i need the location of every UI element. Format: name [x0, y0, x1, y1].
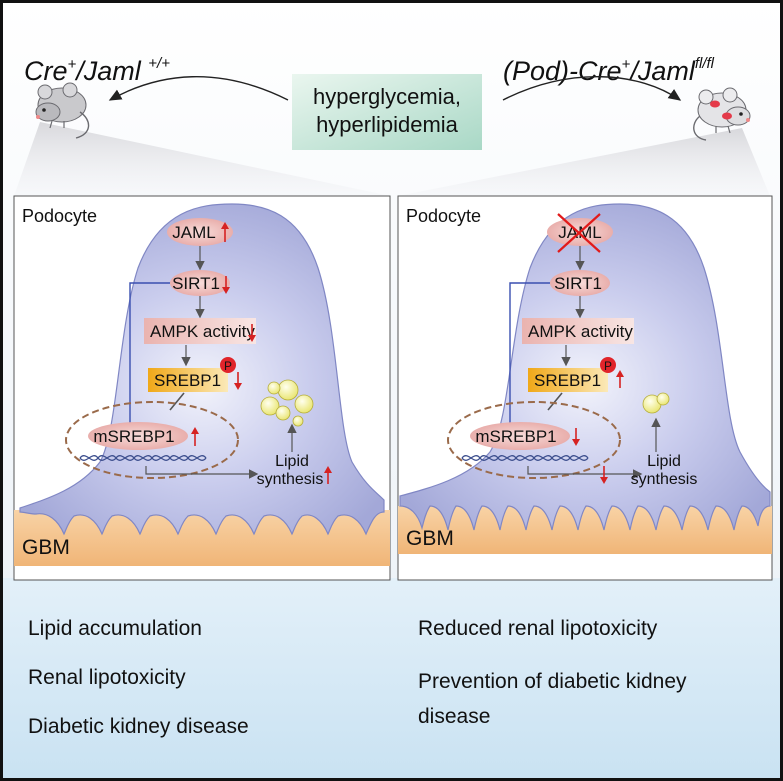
right-spotlight: [398, 128, 770, 196]
right-srebp1-up-arrow-icon: [616, 370, 624, 388]
right-sirt1-label: SIRT1: [554, 274, 602, 293]
outcome-panel: [0, 578, 783, 781]
right-gbm-label: GBM: [406, 527, 454, 550]
left-outcome-1: Lipid accumulation: [28, 617, 202, 640]
right-outcome-1: Reduced renal lipotoxicity: [418, 617, 658, 640]
left-sirt1-node: [170, 270, 230, 296]
right-phospho-icon: [600, 357, 616, 373]
right-genotype-label: (Pod)-Cre+/Jamlfl/fl: [503, 55, 715, 86]
condition-box: [292, 74, 482, 150]
left-ampk-down-arrow-icon: [248, 324, 256, 342]
right-msrebp1-label: mSREBP1: [475, 427, 556, 446]
left-ampk-label: AMPK activity: [150, 322, 255, 341]
left-gbm-label: GBM: [22, 536, 70, 559]
right-outcome-3: disease: [418, 705, 490, 728]
condition-line-1: hyperglycemia,: [313, 84, 461, 109]
right-outcome-2: Prevention of diabetic kidney: [418, 670, 687, 693]
arrow-to-knockout-mouse: [502, 76, 682, 101]
right-nucleus: [447, 401, 621, 479]
right-ampk-box: [522, 318, 634, 344]
left-jaml-node: [167, 218, 233, 246]
left-jaml-up-arrow-icon: [221, 222, 229, 242]
right-podocyte-panel: Podocyte JAML SIRT1 AMPK activity SREBP1…: [397, 195, 773, 581]
left-outcome-3: Diabetic kidney disease: [28, 715, 249, 738]
right-podocyte-cell: [399, 203, 771, 531]
left-msrebp1-up-arrow-icon: [191, 427, 199, 446]
left-sirt1-label: SIRT1: [172, 274, 220, 293]
right-msrebp1-node: [470, 422, 570, 450]
right-phospho-label: P: [604, 359, 612, 373]
right-sirt1-node: [550, 270, 610, 296]
left-lipid-droplets-icon: [260, 379, 314, 427]
right-podocyte-label: Podocyte: [406, 206, 481, 226]
left-phospho-label: P: [224, 359, 232, 373]
right-dna-icon: [461, 455, 589, 461]
right-srebp1-box: [528, 368, 608, 392]
left-ampk-box: [144, 318, 256, 344]
left-dna-icon: [79, 455, 207, 461]
left-lipid-synthesis-up-arrow-icon: [324, 466, 332, 484]
control-mouse-icon: [35, 82, 90, 139]
left-srebp1-label: SREBP1: [154, 371, 221, 390]
knockout-mouse-icon: [693, 87, 751, 141]
right-synthesis-label: synthesis: [631, 471, 698, 488]
right-msrebp1-down-arrow-icon: [572, 428, 580, 446]
left-nucleus: [65, 401, 239, 479]
left-outcome-2: Renal lipotoxicity: [28, 666, 186, 689]
right-jaml-knockout-cross-icon: [557, 213, 601, 253]
right-gbm-layer: [398, 506, 772, 554]
left-msrebp1-node: [88, 422, 188, 450]
right-srebp1-label: SREBP1: [534, 371, 601, 390]
left-podocyte-label: Podocyte: [22, 206, 97, 226]
right-lipid-droplets-icon: [642, 392, 670, 414]
left-lipid-label: Lipid: [275, 453, 309, 470]
left-spotlight: [14, 122, 390, 196]
left-srebp1-down-arrow-icon: [234, 372, 242, 390]
arrow-to-control-mouse: [108, 76, 289, 101]
left-synthesis-label: synthesis: [257, 471, 324, 488]
right-ampk-label: AMPK activity: [528, 322, 633, 341]
left-phospho-icon: [220, 357, 236, 373]
left-genotype-label: Cre+/Jaml +/+: [24, 55, 170, 86]
right-lipid-label: Lipid: [647, 453, 681, 470]
condition-line-2: hyperlipidemia: [316, 112, 459, 137]
left-jaml-label: JAML: [172, 223, 215, 242]
left-msrebp1-label: mSREBP1: [93, 427, 174, 446]
left-podocyte-panel: Podocyte JAML SIRT1 AMPK activity SREBP1…: [13, 195, 391, 581]
left-sirt1-down-arrow-icon: [222, 276, 230, 294]
right-lipid-synthesis-down-arrow-icon: [600, 466, 608, 484]
left-srebp1-box: [148, 368, 228, 392]
